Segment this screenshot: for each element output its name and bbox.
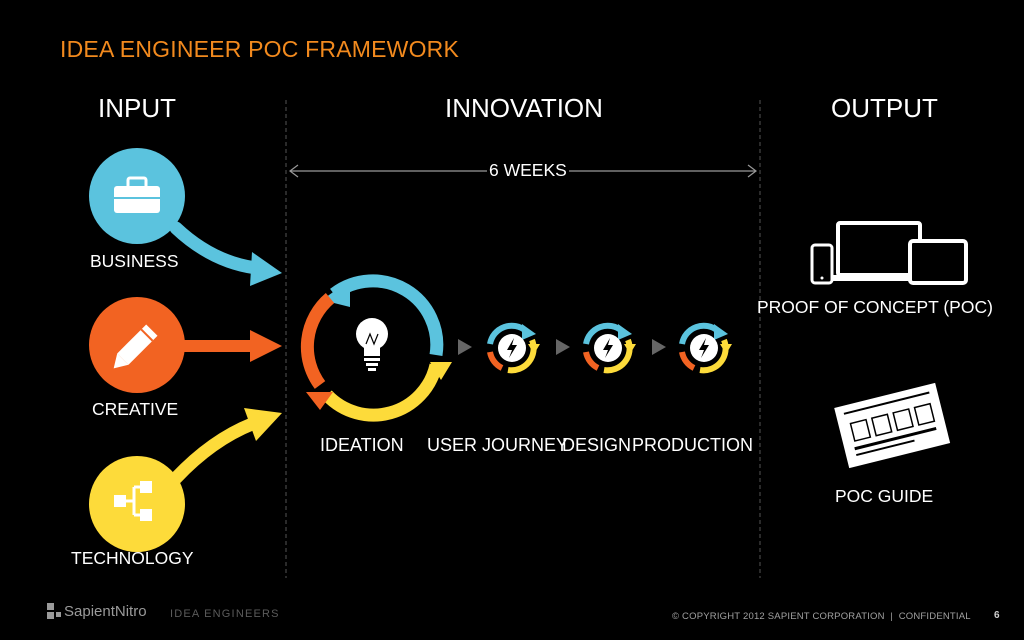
document-icon (834, 382, 951, 469)
briefcase-icon (114, 176, 160, 213)
technology-arrow (169, 408, 282, 485)
duration-label: 6 WEEKS (487, 160, 569, 181)
flow-triangle-2 (556, 339, 570, 355)
network-icon (114, 481, 152, 521)
output-label-poc: PROOF OF CONCEPT (POC) (757, 297, 993, 317)
input-label-creative: CREATIVE (92, 399, 179, 419)
creative-arrow (182, 330, 282, 362)
lightbulb-icon (356, 318, 388, 371)
devices-icon (810, 221, 968, 285)
slide-title: IDEA ENGINEER POC FRAMEWORK (60, 36, 460, 62)
page-number: 6 (994, 610, 1000, 621)
footer-sub-brand: IDEA ENGINEERS (170, 608, 280, 620)
stage-label-ideation: IDEATION (320, 435, 404, 455)
pencil-icon (113, 324, 158, 369)
column-heading-innovation: INNOVATION (445, 93, 603, 123)
input-label-business: BUSINESS (90, 251, 179, 271)
stage-label-user-journey: USER JOURNEY (427, 435, 569, 455)
stage-label-production: PRODUCTION (632, 435, 753, 455)
flow-triangle-1 (458, 339, 472, 355)
input-label-technology: TECHNOLOGY (71, 548, 194, 568)
flow-triangle-3 (652, 339, 666, 355)
cycle-icon-user-journey (487, 322, 540, 374)
output-label-poc-guide: POC GUIDE (835, 486, 934, 506)
footer-copyright: © COPYRIGHT 2012 SAPIENT CORPORATION | C… (672, 611, 971, 622)
footer-brand: SapientNitro (64, 603, 147, 620)
column-heading-output: OUTPUT (831, 93, 938, 123)
business-arrow (169, 221, 282, 286)
cycle-icon-design (583, 322, 636, 374)
ideation-cycle (300, 274, 452, 422)
cycle-icon-production (679, 322, 732, 374)
stage-label-design: DESIGN (562, 435, 632, 455)
column-heading-input: INPUT (98, 93, 176, 123)
brand-logo-mark (47, 603, 61, 619)
technology-circle (89, 456, 185, 552)
